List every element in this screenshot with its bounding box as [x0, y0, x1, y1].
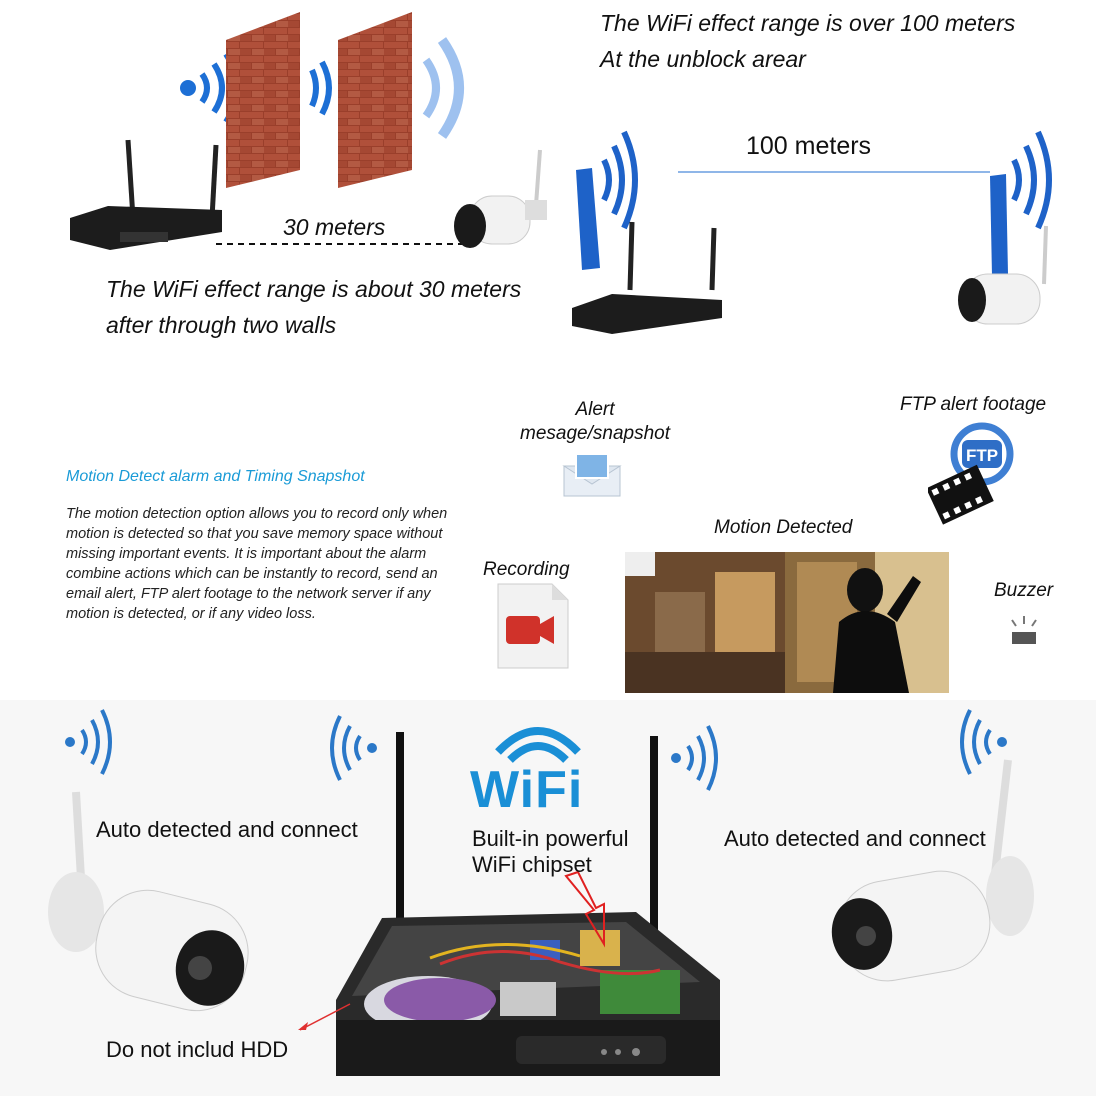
ftp-label: FTP alert footage [900, 394, 1047, 415]
hdd-pointer-line [299, 1003, 351, 1031]
brick-wall-2 [338, 12, 412, 188]
nvr-open-case-icon [336, 732, 720, 1076]
wifi-signal-icon [330, 715, 377, 781]
auto-connect-right-label: Auto detected and connect [724, 826, 986, 851]
chipset-label-line1: Built-in powerful [472, 826, 629, 851]
top-illustration [70, 12, 1052, 334]
security-camera-icon [831, 759, 1034, 982]
two-walls-text: after through two walls [106, 312, 337, 338]
security-camera-icon [48, 791, 249, 1012]
wifi-signal-icon [671, 725, 718, 791]
wifi-antenna-icon [576, 130, 638, 270]
bottom-illustration [48, 709, 1034, 1076]
distance-100-label: 100 meters [746, 132, 872, 160]
security-camera-icon [454, 149, 547, 248]
motion-detected-label: Motion Detected [714, 517, 853, 538]
wifi-signal-icon [960, 709, 1007, 775]
wifi-logo-icon [495, 727, 581, 763]
chipset-label-line2: WiFi chipset [472, 852, 592, 877]
motion-detect-description: The motion detection option allows you t… [66, 506, 448, 622]
buzzer-icon [1011, 616, 1037, 644]
red-arrow-icon [564, 870, 605, 948]
alert-label-line2: mesage/snapshot [520, 423, 670, 444]
chipset-label: Built-in powerful WiFi chipset [472, 826, 629, 878]
range-30m-text: The WiFi effect range is about 30 meters [106, 276, 522, 302]
distance-30-label: 30 meters [283, 214, 386, 240]
email-snapshot-icon [562, 453, 622, 497]
brick-wall-1 [226, 12, 300, 188]
nvr-recorder-icon [572, 221, 722, 334]
recording-file-icon [497, 583, 569, 669]
motion-detect-title: Motion Detect alarm and Timing Snapshot [66, 468, 365, 485]
recording-label: Recording [483, 559, 570, 580]
hdd-note-label: Do not includ HDD [106, 1037, 289, 1062]
wifi-signal-icon [65, 709, 112, 775]
wifi-signal-icon [309, 60, 332, 116]
alert-label-line1: Alert [575, 399, 615, 420]
ftp-icon-text: FTP [966, 446, 998, 465]
auto-connect-left-label: Auto detected and connect [96, 817, 358, 842]
wifi-signal-icon [422, 37, 464, 139]
buzzer-label: Buzzer [994, 580, 1054, 601]
security-camera-icon [958, 225, 1048, 325]
wifi-logo-text: WiFi [470, 761, 584, 819]
alert-label: Alert mesage/snapshot [500, 398, 690, 446]
nvr-recorder-icon [70, 139, 222, 250]
motion-detected-photo [625, 552, 949, 693]
unblock-area-text: At the unblock arear [600, 46, 806, 72]
ftp-film-icon: FTP [928, 422, 1014, 525]
range-100m-text: The WiFi effect range is over 100 meters [600, 10, 1016, 36]
wifi-antenna-icon [990, 130, 1052, 276]
